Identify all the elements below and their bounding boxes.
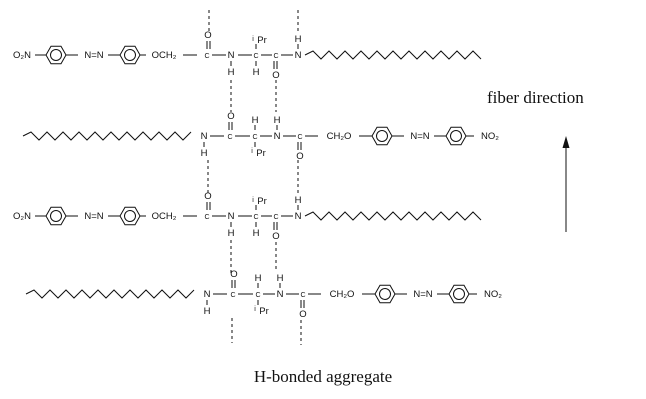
- carbonyl-oxygen: O: [272, 231, 279, 242]
- amide-nitrogen: N: [204, 289, 211, 300]
- alkyl-chain: [25, 289, 195, 299]
- benzene-ring-aromatic-ring: [124, 210, 136, 222]
- amide-hydrogen: H: [295, 34, 302, 45]
- amide-nitrogen: N: [274, 131, 281, 142]
- alpha-carbon: C: [253, 214, 258, 221]
- amide-hydrogen: H: [295, 195, 302, 206]
- benzene-ring-aromatic-ring: [453, 288, 465, 300]
- alkyl-chain: [22, 131, 192, 141]
- aggregate-caption: H-bonded aggregate: [253, 367, 393, 386]
- carbonyl-carbon: C: [300, 292, 305, 299]
- azo-linkage: N=N: [413, 289, 432, 300]
- benzene-ring: [445, 126, 467, 146]
- benzene-ring-aromatic-ring: [50, 210, 62, 222]
- alpha-carbon: C: [253, 53, 258, 60]
- isopropyl-group: Pr: [259, 306, 269, 317]
- benzene-ring-aromatic-ring: [379, 288, 391, 300]
- carbonyl-oxygen: O: [204, 191, 211, 202]
- amide-nitrogen: N: [201, 131, 208, 142]
- nitro-group-left: O₂N: [13, 50, 31, 61]
- carbonyl-carbon: C: [230, 292, 235, 299]
- carbonyl-oxygen: O: [299, 309, 306, 320]
- azo-linkage: N=N: [410, 131, 429, 142]
- amide-hydrogen: H: [274, 115, 281, 126]
- ether-group: OCH₂: [152, 50, 177, 61]
- benzene-ring: [374, 284, 396, 304]
- carbonyl-oxygen: O: [272, 70, 279, 81]
- isopropyl-group: Pr: [257, 196, 267, 207]
- benzene-ring-aromatic-ring: [124, 49, 136, 61]
- fiber-direction-label: fiber direction: [487, 88, 584, 107]
- alkyl-chain: [304, 50, 482, 60]
- alpha-carbon: C: [252, 134, 257, 141]
- amide-nitrogen: N: [295, 211, 302, 222]
- fiber-direction-arrow: [562, 136, 570, 232]
- arrow-head: [562, 136, 570, 148]
- alpha-hydrogen: H: [255, 273, 262, 284]
- isopropyl-group: Pr: [256, 148, 266, 159]
- ether-group: OCH₂: [152, 211, 177, 222]
- iso-prefix: i: [252, 36, 254, 43]
- benzene-ring: [119, 206, 141, 226]
- hydrogen-bonds: [207, 10, 302, 345]
- benzene-ring-aromatic-ring: [450, 130, 462, 142]
- amide-hydrogen: H: [228, 67, 235, 78]
- benzene-ring-aromatic-ring: [376, 130, 388, 142]
- carbonyl-oxygen: O: [227, 111, 234, 122]
- alpha-hydrogen: H: [252, 115, 259, 126]
- nitro-group-right: NO₂: [484, 289, 502, 300]
- alpha-carbon: C: [255, 292, 260, 299]
- benzene-ring: [119, 45, 141, 65]
- benzene-ring: [448, 284, 470, 304]
- alpha-hydrogen: H: [253, 67, 260, 78]
- nitro-group-left: O₂N: [13, 211, 31, 222]
- amide-hydrogen: H: [277, 273, 284, 284]
- azo-linkage: N=N: [84, 211, 103, 222]
- carbonyl-oxygen: O: [204, 30, 211, 41]
- amide-nitrogen: N: [228, 211, 235, 222]
- carbonyl-carbon: C: [204, 53, 209, 60]
- isopropyl-group: Pr: [257, 35, 267, 46]
- benzene-ring-aromatic-ring: [50, 49, 62, 61]
- amide-hydrogen: H: [228, 228, 235, 239]
- benzene-ring: [371, 126, 393, 146]
- amide-hydrogen: H: [201, 148, 208, 159]
- ether-group: CH₂O: [327, 131, 352, 142]
- alpha-hydrogen: H: [253, 228, 260, 239]
- iso-prefix: i: [252, 197, 254, 204]
- alkyl-chain: [304, 211, 482, 221]
- carbonyl-carbon: C: [273, 53, 278, 60]
- amide-nitrogen: N: [277, 289, 284, 300]
- azo-linkage: N=N: [84, 50, 103, 61]
- carbonyl-oxygen: O: [296, 151, 303, 162]
- benzene-ring: [45, 45, 67, 65]
- nitro-group-right: NO₂: [481, 131, 499, 142]
- carbonyl-carbon: C: [273, 214, 278, 221]
- benzene-ring: [45, 206, 67, 226]
- iso-prefix: i: [251, 148, 253, 155]
- carbonyl-carbon: C: [204, 214, 209, 221]
- amide-nitrogen: N: [228, 50, 235, 61]
- carbonyl-carbon: C: [227, 134, 232, 141]
- amide-nitrogen: N: [295, 50, 302, 61]
- carbonyl-carbon: C: [297, 134, 302, 141]
- amide-hydrogen: H: [204, 306, 211, 317]
- ether-group: CH₂O: [330, 289, 355, 300]
- carbonyl-oxygen: O: [230, 269, 237, 280]
- iso-prefix: i: [254, 306, 256, 313]
